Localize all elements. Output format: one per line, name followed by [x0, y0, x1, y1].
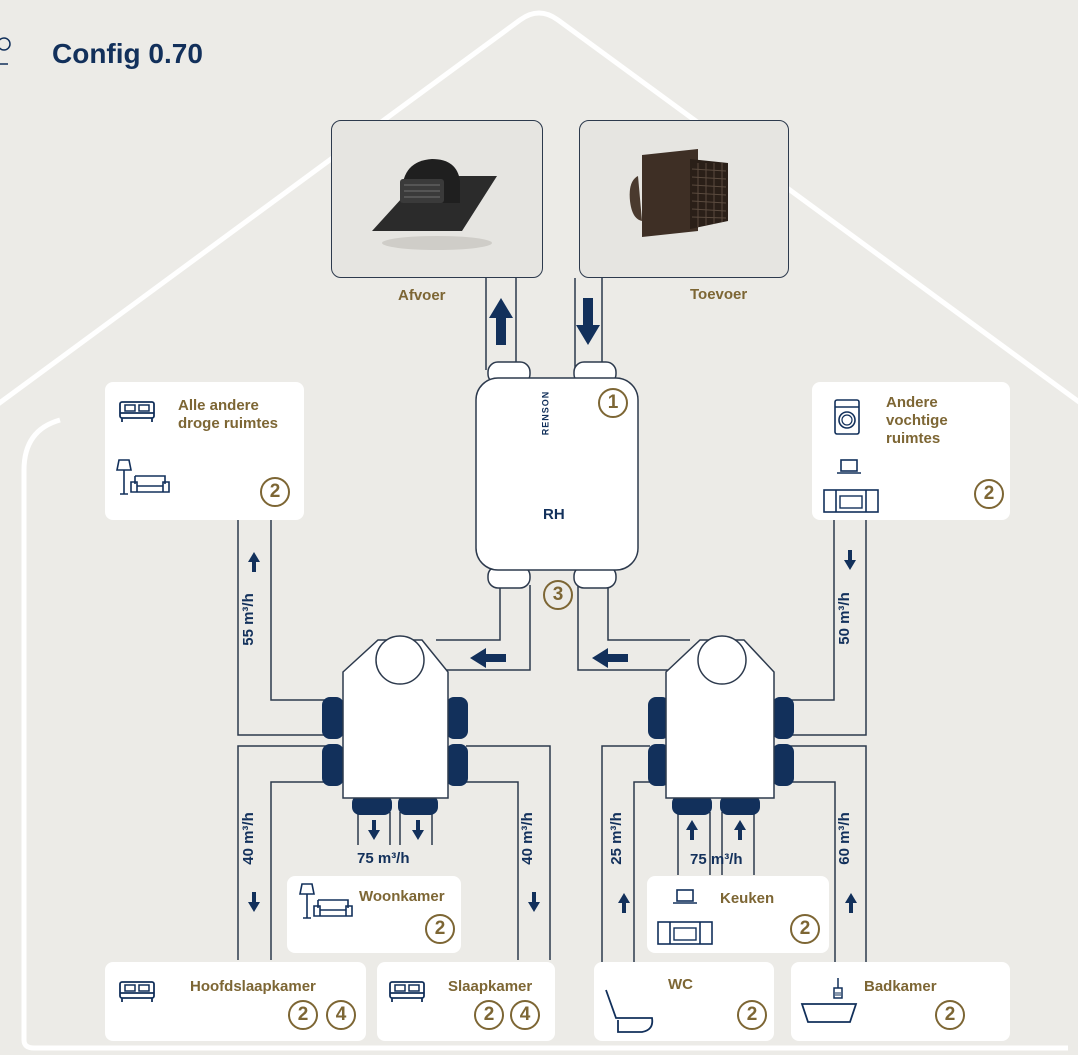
lamp-sofa-icon [298, 882, 358, 922]
bed-icon [118, 976, 158, 1006]
arrow-left-1 [470, 648, 506, 668]
lamp-sofa-icon [115, 458, 175, 498]
arrow-down-wet [844, 550, 856, 570]
duct-bedroom [466, 746, 550, 960]
arrow-up-wc [618, 893, 630, 913]
room-dry-other-label: Alle andere droge ruimtes [178, 397, 303, 433]
rh-badge: 1 [598, 388, 628, 418]
flow-master-bedroom: 40 m³/h [240, 812, 257, 865]
room-wet-other-label: Andere vochtige ruimtes [886, 394, 986, 448]
exhaust-label: Afvoer [398, 287, 446, 305]
rh-label: RH [543, 506, 565, 523]
roof-terminal-icon [332, 121, 542, 277]
room-dry-other-badge: 2 [260, 477, 290, 507]
room-kitchen-label: Keuken [720, 890, 774, 908]
room-bathroom-label: Badkamer [864, 978, 937, 996]
room-bedroom-badge-a: 2 [474, 1000, 504, 1030]
right-plenum-shape [648, 636, 794, 815]
arrow-down-bedroom [528, 892, 540, 912]
arrow-up-kitchen-1 [686, 820, 698, 840]
page-title: Config 0.70 [52, 38, 203, 70]
kitchen-cabinet-icon [656, 920, 716, 946]
room-bathroom-badge: 2 [935, 1000, 965, 1030]
room-kitchen-badge: 2 [790, 914, 820, 944]
exhaust-terminal-photo [331, 120, 543, 278]
room-living-badge: 2 [425, 914, 455, 944]
room-bedroom-badge-b: 4 [510, 1000, 540, 1030]
room-wc-label: WC [668, 976, 693, 994]
supply-terminal-photo [579, 120, 789, 278]
plenum-badge: 3 [543, 580, 573, 610]
washing-machine-icon [833, 398, 863, 438]
flow-dry-other: 55 m³/h [240, 593, 257, 646]
room-master-bedroom-label: Hoofdslaapkamer [190, 978, 316, 996]
arrow-down-living-1 [368, 820, 380, 840]
laptop-icon [672, 888, 702, 908]
flow-bedroom: 40 m³/h [519, 812, 536, 865]
left-plenum-shape [322, 636, 468, 815]
room-wc-badge: 2 [737, 1000, 767, 1030]
bed-icon [388, 976, 428, 1006]
wall-grille-icon [580, 121, 788, 277]
duct-living [358, 812, 432, 845]
arrow-up-bath [845, 893, 857, 913]
laptop-icon [836, 458, 866, 478]
room-master-bedroom-badge-b: 4 [326, 1000, 356, 1030]
arrow-up-dry [248, 552, 260, 572]
flow-kitchen: 75 m³/h [690, 851, 743, 868]
arrow-up-kitchen-2 [734, 820, 746, 840]
arrow-down-master [248, 892, 260, 912]
bed-icon [118, 396, 158, 426]
flow-living: 75 m³/h [357, 850, 410, 867]
arrow-up-exhaust [489, 298, 513, 345]
rh-brand: RENSON [540, 391, 550, 436]
bath-shower-icon [800, 976, 860, 1028]
arrow-down-living-2 [412, 820, 424, 840]
room-wet-other-badge: 2 [974, 479, 1004, 509]
location-icon [0, 36, 14, 76]
flow-wet-other: 50 m³/h [836, 592, 853, 645]
supply-label: Toevoer [690, 286, 747, 304]
flow-bathroom: 60 m³/h [836, 812, 853, 865]
toilet-icon [604, 988, 660, 1038]
arrow-left-2 [592, 648, 628, 668]
kitchen-cabinet-icon [822, 488, 882, 514]
arrow-down-supply [576, 298, 600, 345]
room-living-label: Woonkamer [359, 888, 445, 906]
flow-wc: 25 m³/h [608, 812, 625, 865]
room-bedroom-label: Slaapkamer [448, 978, 532, 996]
room-master-bedroom-badge-a: 2 [288, 1000, 318, 1030]
